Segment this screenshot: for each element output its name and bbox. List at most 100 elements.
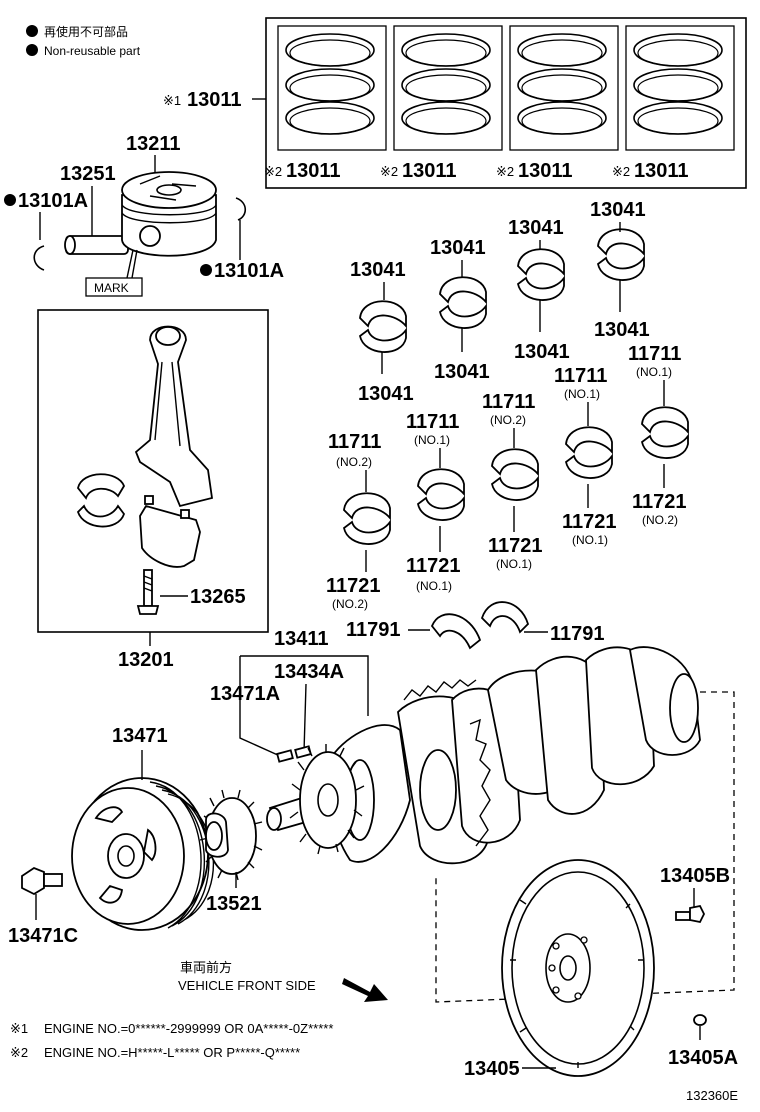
ring-label: 13011 (286, 160, 341, 182)
connecting-rod-assembly: 13265 13201 (37, 309, 269, 671)
thrust-washer-left-label: 11791 (346, 619, 401, 641)
leader-line (126, 249, 138, 279)
main-bearing-number: (NO.2) (490, 413, 526, 427)
flywheel (501, 859, 655, 1077)
rod-bearing-label: 13041 (594, 319, 650, 341)
rod-bearing-shell (76, 504, 126, 528)
leader-line (303, 683, 307, 753)
footnote-2-mark: ※2 (10, 1045, 28, 1060)
thrust-washer-right (480, 601, 530, 634)
rod-bearing-label: 13041 (514, 341, 570, 363)
footnote-2-text: ENGINE NO.=H*****-L***** OR P*****-Q****… (44, 1045, 300, 1060)
crankshaft (266, 646, 701, 865)
crank-key-label: 13434A (274, 661, 344, 683)
legend: 再使用不可部品 Non-reusable part (26, 24, 141, 58)
ring-set-mark: ※1 (163, 93, 181, 108)
piston-ring-group: ※2 13011 (612, 25, 735, 182)
flywheel-bolt-label: 13405B (660, 865, 730, 887)
rod-bearing-label: 13041 (508, 217, 564, 239)
connecting-rod (134, 325, 214, 508)
rod-box (37, 309, 269, 633)
ring-group-box (625, 25, 735, 151)
main-bearing-upper-label: 11711 (628, 343, 681, 365)
ring-label: 13011 (518, 160, 573, 182)
main-bearing-upper-label: 11711 (328, 431, 381, 453)
sprocket-label: 13521 (206, 893, 262, 915)
non-reusable-bullet (4, 194, 16, 206)
crankshaft-group: 13411 13434A 13471A (8, 628, 735, 1003)
direction-jp: 車両前方 (180, 960, 232, 975)
non-reusable-bullet (200, 264, 212, 276)
rod-bearing (517, 248, 565, 301)
ring-mark: ※2 (612, 164, 630, 179)
main-bearing-number: (NO.1) (414, 433, 450, 447)
rod-bearing-label: 13041 (350, 259, 406, 281)
main-bearings: 11711(NO.2)11721(NO.2)11711(NO.1)11721(N… (326, 343, 689, 611)
piston-assembly: 13211 13251 13101A 13101A MARK (4, 133, 284, 297)
legend-jp: 再使用不可部品 (44, 24, 128, 39)
main-bearing-number: (NO.2) (336, 455, 372, 469)
pulley-bolt (21, 866, 63, 896)
main-bearing-number: (NO.1) (564, 387, 600, 401)
main-bearing (565, 426, 613, 479)
ring-label: 13011 (402, 160, 457, 182)
rod-bearing-set: 13041 13041 (508, 217, 570, 363)
ring-label: 13011 (634, 160, 689, 182)
main-bearing (641, 406, 689, 459)
main-bearing-number: (NO.1) (572, 533, 608, 547)
ring-mark: ※2 (496, 164, 514, 179)
main-bearing-set: 11711(NO.2)11721(NO.2) (326, 431, 391, 611)
main-bearing-set: 11711(NO.1)11721(NO.1) (554, 365, 617, 547)
direction-arrow-icon (342, 978, 388, 1002)
piston-ring-group: ※2 13011 (496, 25, 619, 182)
main-bearing-set: 11711(NO.1)11721(NO.1) (406, 411, 465, 593)
main-bearing-set: 11711(NO.1) 11721(NO.2) (628, 343, 689, 527)
footnotes: ※1 ENGINE NO.=0******-2999999 OR 0A*****… (10, 1021, 333, 1060)
main-bearing-number: (NO.1) (416, 579, 452, 593)
piston-pin (64, 235, 129, 255)
leader-line (240, 655, 369, 716)
main-bearing-lower-label: 11721 (326, 575, 381, 597)
dashed-guide (435, 691, 735, 1003)
ring-group-box (393, 25, 503, 151)
main-bearing-lower-label: 11721 (562, 511, 617, 533)
flywheel-plate-label: 13405A (668, 1047, 738, 1069)
main-bearing-number: (NO.1) (636, 365, 672, 379)
rod-bearing (597, 228, 645, 281)
ring-group-box (509, 25, 619, 151)
rod-bolt-label: 13265 (190, 586, 246, 608)
legend-en: Non-reusable part (44, 44, 141, 58)
crank-key (276, 749, 294, 763)
mark-text: MARK (94, 281, 129, 295)
figure-code: 132360E (686, 1088, 738, 1103)
main-bearing-number: (NO.2) (642, 513, 678, 527)
thrust-washers: 11791 11791 (346, 601, 605, 650)
ring-mark: ※2 (380, 164, 398, 179)
pulley-bolt-label: 13471C (8, 925, 78, 947)
direction-en: VEHICLE FRONT SIDE (178, 978, 316, 993)
crankshaft-label: 13411 (274, 628, 329, 650)
main-bearing-lower-label: 11721 (632, 491, 687, 513)
flywheel-label: 13405 (464, 1058, 520, 1080)
snap-ring-right (235, 197, 247, 221)
ring-set-label: 13011 (187, 89, 242, 111)
main-bearing-number: (NO.1) (496, 557, 532, 571)
main-bearing-upper-label: 11711 (482, 391, 535, 413)
footnote-1-mark: ※1 (10, 1021, 28, 1036)
timing-sprocket-on-shaft (289, 744, 365, 855)
rod-bearing-shell (77, 473, 125, 500)
rod-cap (139, 504, 201, 568)
rod-bearing-label: 13041 (430, 237, 486, 259)
rod-bearing-set: 13041 13041 (430, 237, 490, 383)
crank-key2-label: 13471A (210, 683, 280, 705)
bullet-icon (26, 44, 38, 56)
main-bearing-lower-label: 11721 (488, 535, 543, 557)
rod-bearing-label: 13041 (434, 361, 490, 383)
main-bearing (417, 468, 465, 521)
main-bearing-upper-label: 11711 (406, 411, 459, 433)
